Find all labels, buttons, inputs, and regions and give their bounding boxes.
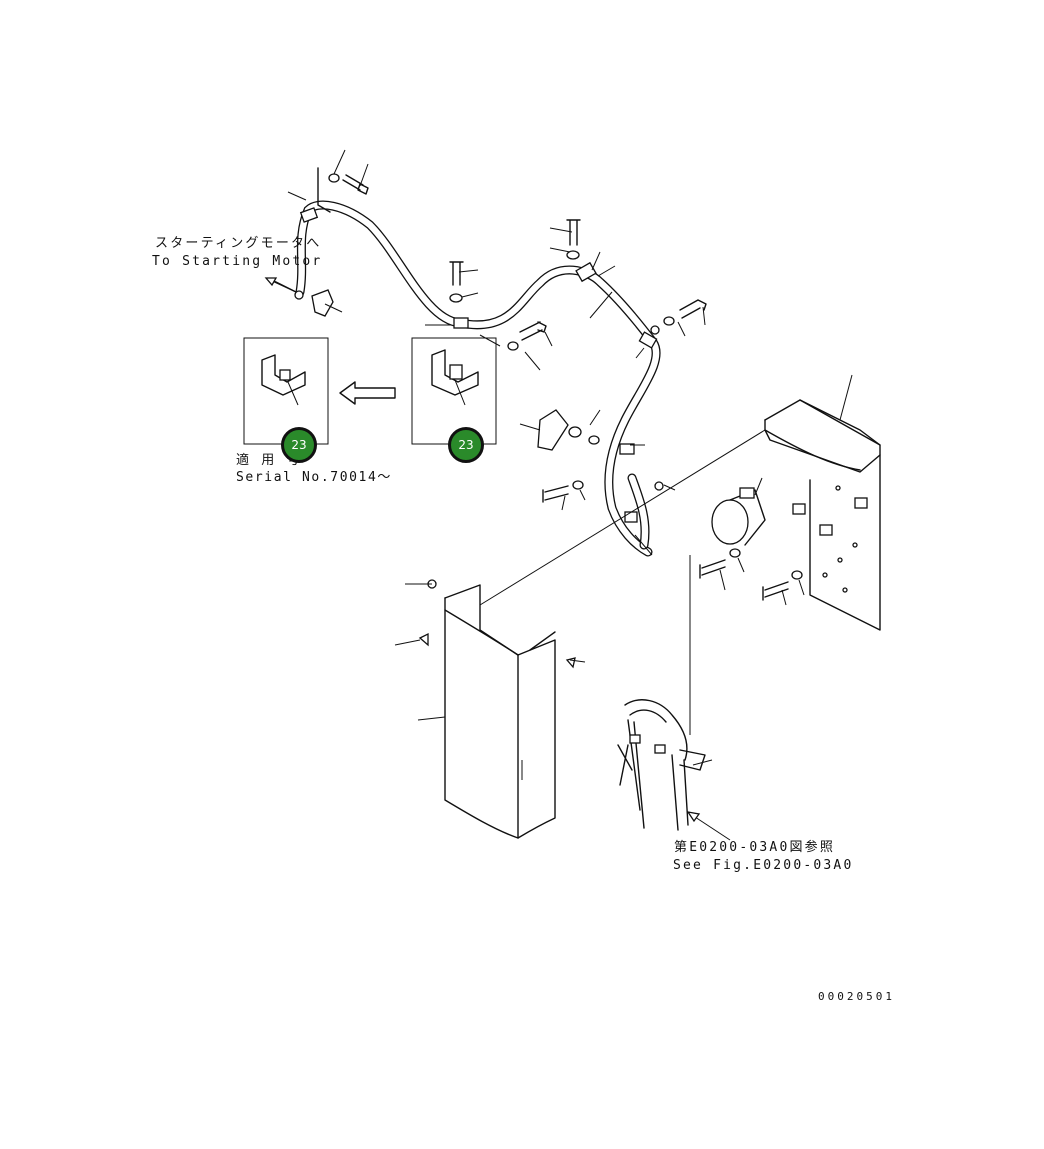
- direction-arrow: [339, 381, 396, 405]
- label-starting-motor-en: To Starting Motor: [152, 254, 323, 269]
- drawing-number: 00020501: [818, 990, 895, 1003]
- mounting-panel: [764, 399, 881, 631]
- bolts: [328, 173, 803, 601]
- cover-box: [418, 579, 576, 839]
- callout-badge-left[interactable]: 23: [281, 427, 317, 463]
- label-serial-en: Serial No.70014～: [236, 470, 392, 485]
- detail-inset-left: [243, 337, 329, 445]
- callout-badge-right[interactable]: 23: [448, 427, 484, 463]
- detail-inset-right: [411, 337, 497, 445]
- cable-hose: [295, 200, 661, 557]
- cable-boot: [537, 409, 600, 451]
- battery-relay: [654, 481, 766, 546]
- label-see-fig-jp: 第E0200-03A0図参照: [674, 840, 836, 855]
- cable-terminal: [275, 281, 334, 317]
- top-bracket: [317, 167, 331, 213]
- pointer-arrow-see-fig: [686, 811, 731, 841]
- pointer-arrow-starting-motor: [264, 277, 297, 293]
- routing-lines: [479, 429, 766, 735]
- label-see-fig-en: See Fig.E0200-03A0: [673, 858, 854, 873]
- leader-lines: [267, 149, 853, 766]
- lower-harness: [617, 699, 706, 831]
- label-starting-motor-jp: スターティングモータへ: [155, 236, 322, 251]
